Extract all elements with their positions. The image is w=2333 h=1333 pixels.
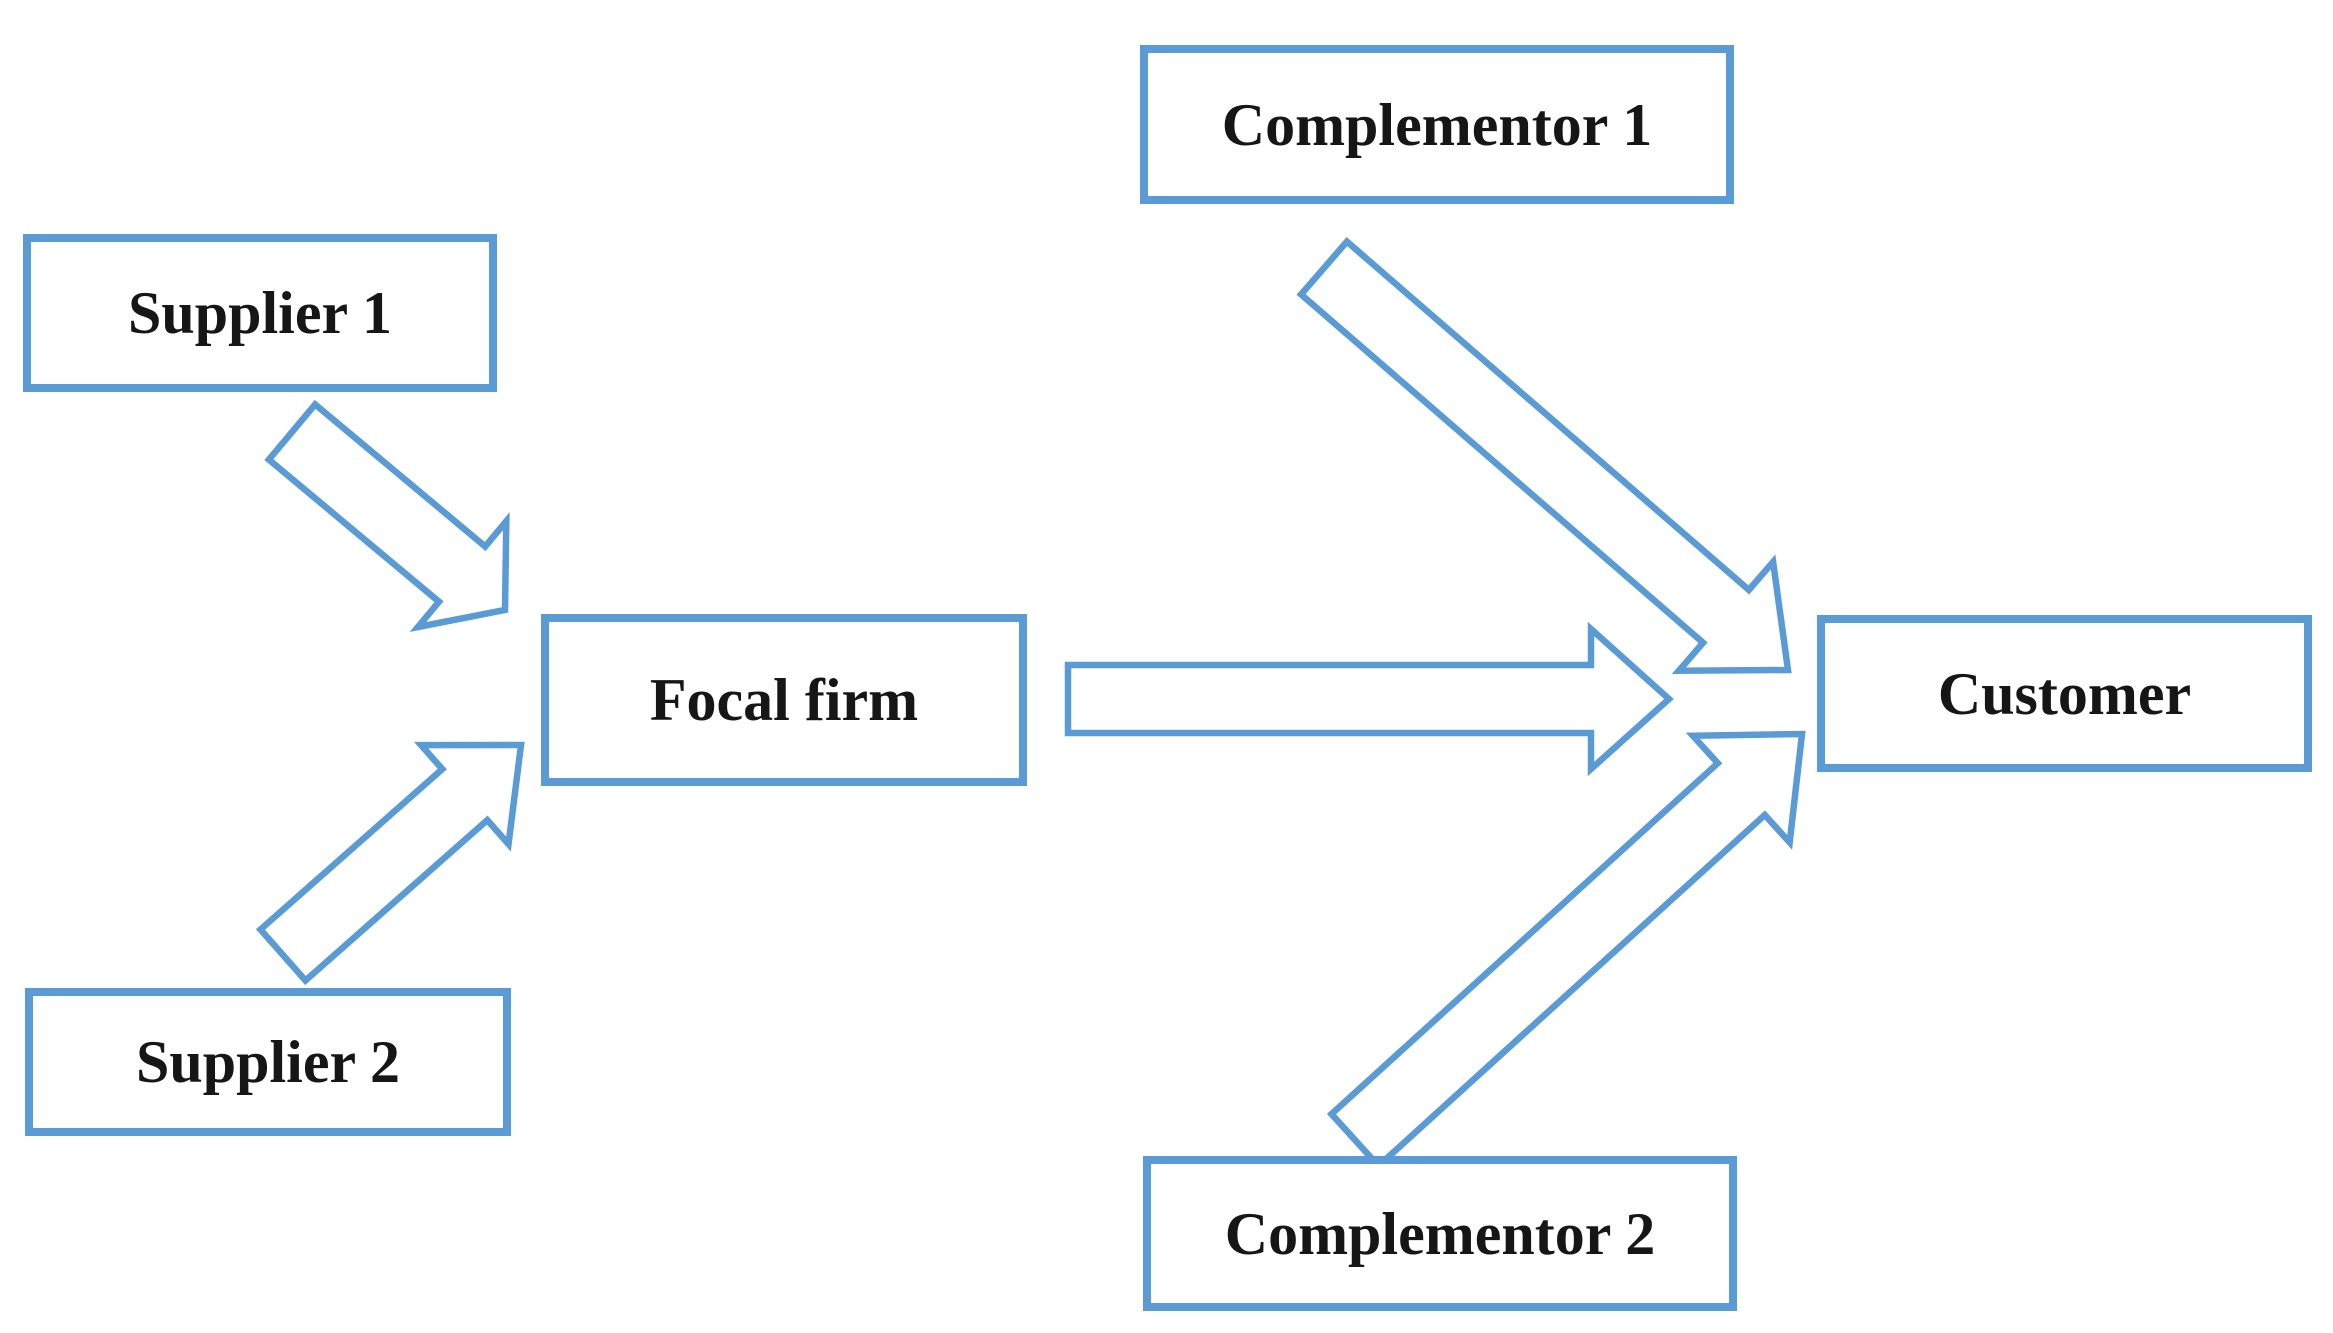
arrow-focal-firm-to-customer	[1064, 621, 1674, 777]
node-complementor-2-label: Complementor 2	[1224, 1200, 1656, 1267]
node-customer: Customer	[1817, 615, 2312, 772]
node-supplier-2-label: Supplier 2	[136, 1029, 400, 1095]
node-focal-firm: Focal firm	[541, 614, 1027, 786]
arrow-complementor2-to-customer	[1326, 730, 1806, 1171]
arrow-supplier2-to-focal-firm	[255, 741, 525, 986]
node-complementor-1: Complementor 1	[1140, 45, 1734, 204]
node-supplier-1-label: Supplier 1	[128, 280, 392, 346]
node-customer-label: Customer	[1937, 660, 2192, 727]
node-supplier-1: Supplier 1	[23, 234, 497, 392]
node-complementor-1-label: Complementor 1	[1221, 91, 1653, 158]
arrow-supplier1-to-focal-firm	[264, 399, 510, 632]
node-complementor-2: Complementor 2	[1143, 1156, 1737, 1311]
arrow-complementor1-to-customer	[1296, 237, 1792, 674]
node-supplier-2: Supplier 2	[25, 988, 511, 1136]
node-focal-firm-label: Focal firm	[649, 667, 919, 733]
